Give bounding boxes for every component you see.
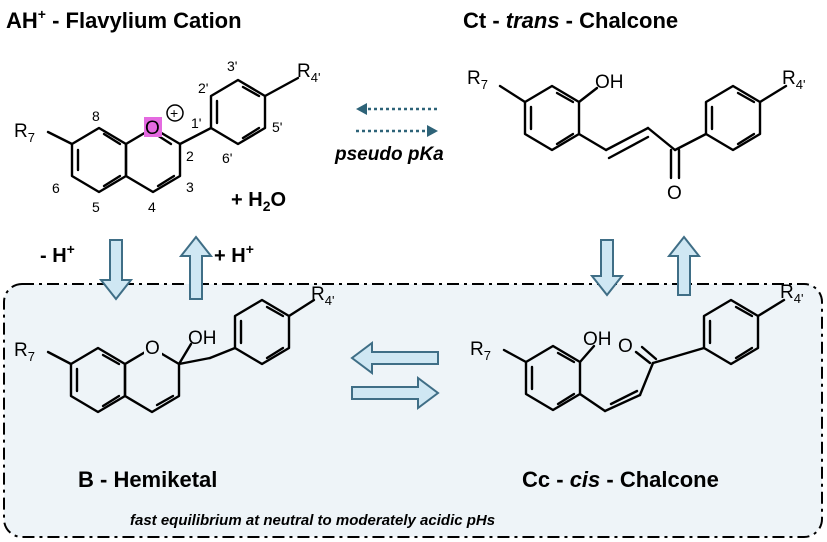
atom-number-4: 4	[148, 199, 156, 215]
atom-number-1-prime: 1'	[191, 115, 201, 131]
hemiketal-molecule: OH O R7 R4'	[14, 284, 334, 414]
flavylium-r7-label: R7	[14, 121, 35, 145]
atom-number-8: 8	[92, 108, 100, 124]
deprotonation-arrow-icon	[98, 239, 134, 301]
water-reagent: + H2O	[231, 189, 286, 214]
atom-number-3-prime: 3'	[227, 58, 237, 74]
flavylium-title: AH+ - Flavylium Cation	[6, 6, 242, 33]
hemiketal-to-cis-arrow-icon	[351, 376, 440, 410]
arrow-right-icon	[427, 125, 438, 137]
cis-chalcone-r7: R7	[470, 339, 491, 363]
trans-chalcone-oh: OH	[595, 72, 624, 93]
hemiketal-r7: R7	[14, 340, 35, 364]
cis-chalcone-title: Cc - cis - Chalcone	[522, 467, 719, 492]
flavylium-ring-a	[70, 126, 128, 194]
fast-equilibrium-note: fast equilibrium at neutral to moderatel…	[130, 512, 495, 529]
positive-charge-sign: +	[170, 105, 178, 121]
cis-chalcone-carbonyl-o: O	[618, 336, 633, 357]
hemiketal-ring-oxygen: O	[145, 338, 160, 359]
trans-chalcone-r7: R7	[467, 68, 488, 92]
trans-chalcone-title: Ct - trans - Chalcone	[463, 8, 678, 33]
pseudo-pka-equilibrium: pseudo pKa	[334, 103, 444, 165]
hemiketal-oh: OH	[188, 328, 217, 349]
trans-chalcone-carbonyl-o: O	[667, 183, 682, 204]
cis-chalcone-r4: R4'	[780, 282, 803, 306]
atom-number-3: 3	[186, 179, 194, 195]
plus-proton-label: + H+	[214, 241, 254, 267]
cis-chalcone-oh: OH	[583, 329, 612, 350]
flavylium-r4-label: R4'	[297, 61, 320, 85]
cis-chalcone-molecule: O OH R7 R4'	[470, 282, 803, 413]
minus-proton-label: - H+	[40, 241, 75, 267]
trans-chalcone-molecule: OH R7 R4' O	[467, 68, 805, 204]
cis-to-trans-arrow-icon	[666, 235, 702, 296]
trans-chalcone-ring-a	[523, 84, 581, 152]
atom-number-5: 5	[92, 199, 100, 215]
atom-number-2: 2	[186, 148, 194, 164]
atom-number-5-prime: 5'	[272, 119, 282, 135]
positive-charge-icon	[166, 104, 184, 122]
atom-number-6: 6	[52, 180, 60, 196]
flavylium-ring-b	[209, 78, 267, 146]
flavylium-molecule: O + R7 R4' 8 7 6 5 4 3 2 1' 2' 3' 5' 6' …	[14, 58, 320, 215]
atom-number-6-prime: 6'	[222, 150, 232, 166]
cis-to-hemiketal-arrow-icon	[350, 341, 439, 375]
atom-number-2-prime: 2'	[198, 80, 208, 96]
trans-chalcone-r4: R4'	[782, 68, 805, 92]
pseudo-pka-label: pseudo pKa	[334, 144, 444, 165]
protonation-arrow-icon	[178, 235, 214, 300]
fast-equilibrium-box	[3, 283, 823, 538]
trans-to-cis-arrow-icon	[589, 239, 625, 297]
trans-chalcone-ring-b	[704, 84, 762, 152]
flavylium-ring-oxygen: O	[145, 118, 160, 139]
hemiketal-title: B - Hemiketal	[78, 467, 217, 492]
arrow-left-icon	[356, 103, 367, 115]
hemiketal-r4: R4'	[311, 284, 334, 308]
